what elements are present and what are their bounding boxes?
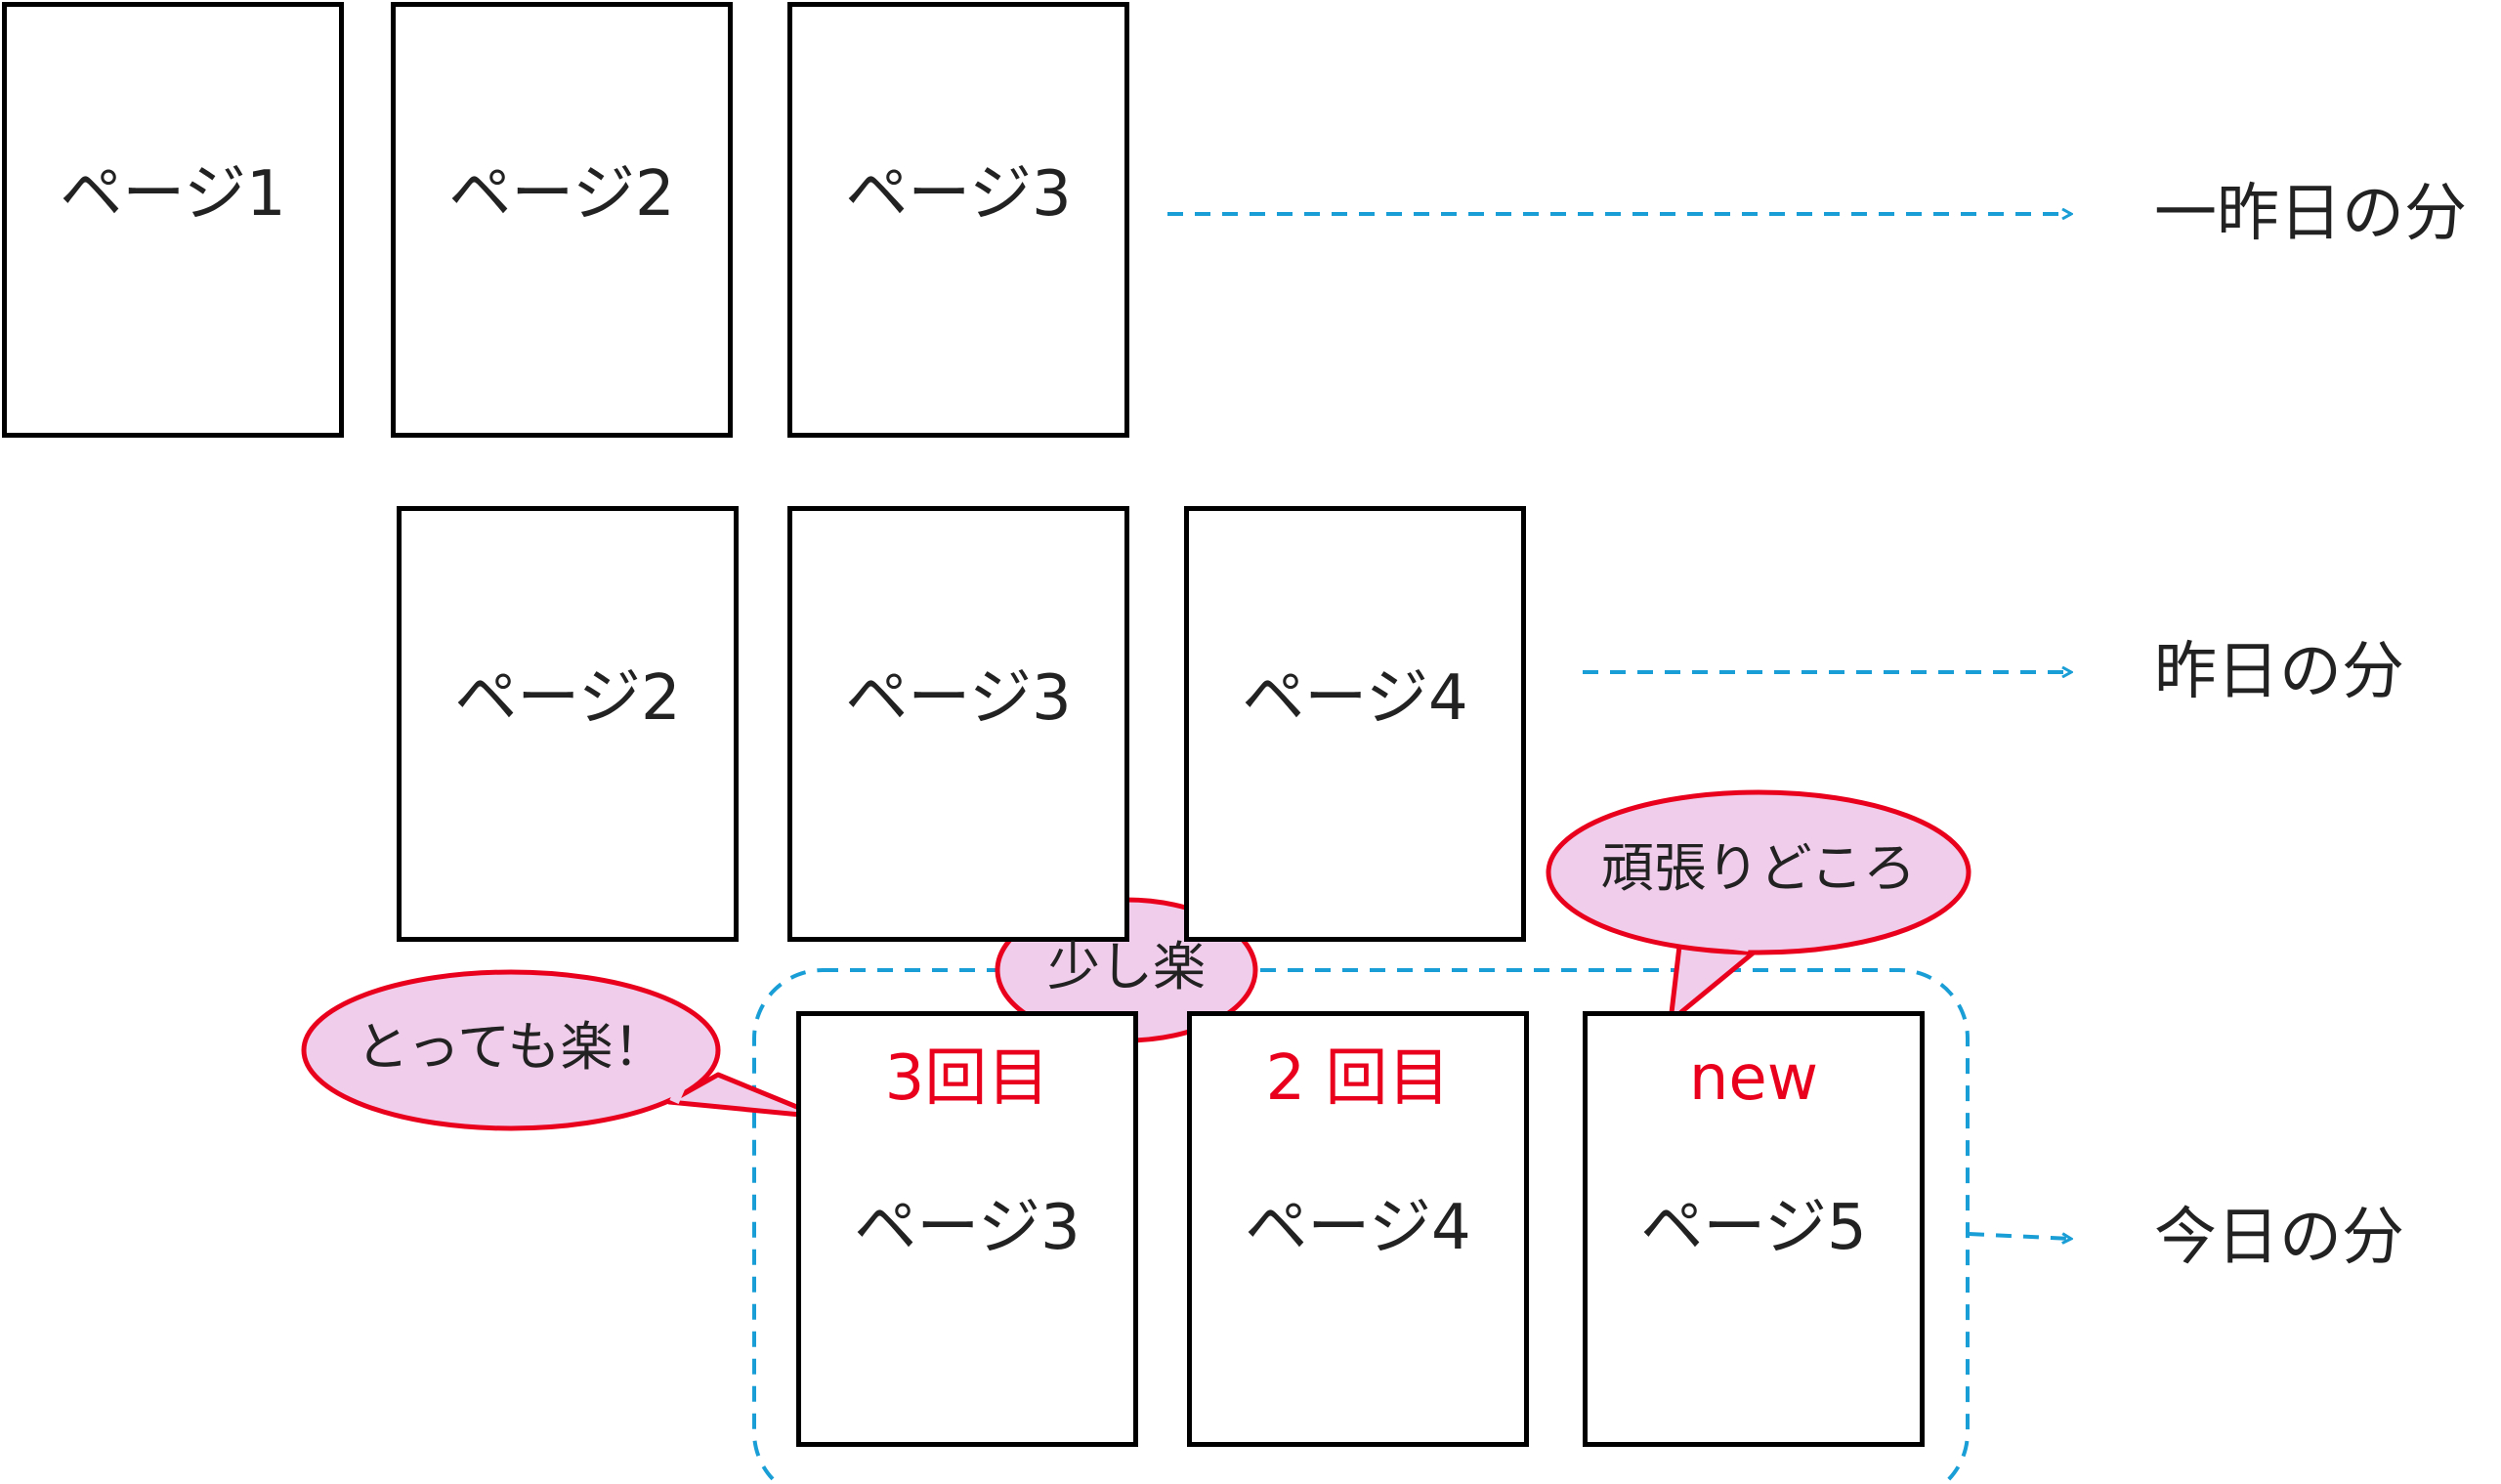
review-count-label: 2 回目 [1265, 1042, 1451, 1115]
page-label: ページ3 [845, 158, 1072, 231]
page-card: ページ2 [391, 2, 733, 438]
page-card: ページ4 [1184, 506, 1526, 942]
bubble-text-push-hard: 頑張りどころ [1600, 837, 1917, 899]
page-label: ページ3 [854, 1192, 1081, 1264]
page-card: ページ1 [2, 2, 344, 438]
page-label: ページ3 [845, 662, 1072, 735]
today-group-box [752, 968, 1970, 1484]
page-card: ページ3 [787, 506, 1129, 942]
page-label: ページ1 [60, 158, 286, 231]
speech-bubble-very-easy [301, 969, 824, 1131]
page-label: ページ4 [1242, 662, 1468, 735]
arrow-today [1968, 1232, 2071, 1239]
page-card: ページ2 [397, 506, 739, 942]
row-label-yesterday: 昨日の分 [2154, 636, 2404, 708]
speech-bubble-push-hard [1546, 789, 1971, 1024]
bubble-text-very-easy: とっても楽！ [356, 1016, 666, 1078]
page-card: ページ3 [787, 2, 1129, 438]
page-card: 2 回目 ページ4 [1187, 1011, 1529, 1447]
row-label-today: 今日の分 [2154, 1202, 2404, 1274]
page-card: new ページ5 [1583, 1011, 1925, 1447]
review-count-label: 3回目 [884, 1042, 1050, 1115]
page-label: ページ4 [1245, 1192, 1471, 1264]
review-count-label: new [1688, 1042, 1819, 1115]
page-label: ページ5 [1640, 1192, 1867, 1264]
row-label-day-before-yesterday: 一昨日の分 [2154, 178, 2467, 250]
bubble-text-bit-easy: 少し楽 [1047, 936, 1206, 997]
page-label: ページ2 [454, 662, 681, 735]
page-label: ページ2 [448, 158, 675, 231]
page-card: 3回目 ページ3 [796, 1011, 1138, 1447]
